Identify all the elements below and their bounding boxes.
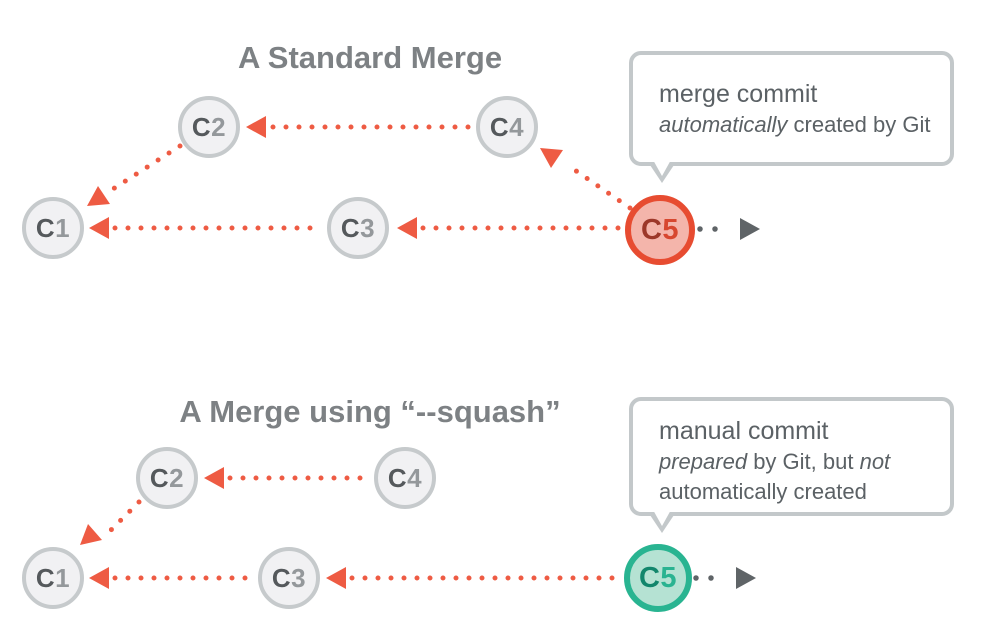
commit-label: C bbox=[35, 562, 56, 593]
bottom-branch-continues-arrow bbox=[693, 567, 756, 589]
arrowhead-left-icon bbox=[204, 467, 224, 489]
commit-label: C bbox=[489, 111, 510, 142]
top-diagram-title: A Standard Merge bbox=[237, 39, 503, 75]
arrowhead-left-icon bbox=[89, 217, 109, 239]
top-arrow-c3-to-c1 bbox=[89, 217, 324, 239]
arrowhead-left-icon bbox=[397, 217, 417, 239]
bottom-diagram-title: A Merge using “--squash” bbox=[179, 393, 561, 429]
arrowhead-left-icon bbox=[89, 567, 109, 589]
arrowhead-upleft-icon bbox=[540, 148, 563, 168]
commit-label: C bbox=[149, 462, 170, 493]
arrowhead-right-icon bbox=[740, 218, 760, 240]
arrowhead-downleft-icon bbox=[80, 524, 102, 545]
callout-line: manual commit bbox=[659, 417, 829, 445]
bottom-arrow-c4-to-c2 bbox=[204, 467, 373, 489]
arrowhead-left-icon bbox=[246, 116, 266, 138]
bottom-arrow-c5-to-c3 bbox=[326, 567, 623, 589]
commit-label: C bbox=[387, 462, 408, 493]
commit-label: C bbox=[191, 111, 212, 142]
commit-label: C bbox=[638, 561, 661, 594]
callout-line: automatically created bbox=[659, 478, 867, 504]
top-arrow-c5-to-c4 bbox=[540, 148, 633, 211]
commit-label: C bbox=[640, 213, 663, 246]
top-branch-continues-arrow bbox=[697, 218, 760, 240]
commit-label: C bbox=[340, 212, 361, 243]
bottom-arrow-c3-to-c1 bbox=[89, 567, 256, 589]
top-arrow-c4-to-c2 bbox=[246, 116, 472, 138]
callout-line: automatically created by Git bbox=[659, 112, 931, 138]
top-arrow-c2-to-c1 bbox=[87, 143, 183, 206]
arrowhead-right-icon bbox=[736, 567, 756, 589]
arrowhead-downleft-icon bbox=[87, 186, 110, 206]
merge-commit-callout: merge commit automatically created by Gi… bbox=[629, 51, 954, 183]
callout-line: merge commit bbox=[659, 80, 818, 108]
bottom-arrow-c2-to-c1 bbox=[80, 499, 142, 545]
arrowhead-left-icon bbox=[326, 567, 346, 589]
top-arrow-c5-to-c3 bbox=[397, 217, 627, 239]
commit-label: C bbox=[35, 212, 56, 243]
commit-label: C bbox=[271, 562, 292, 593]
callout-line: prepared by Git, but not bbox=[659, 449, 891, 475]
manual-commit-callout: manual commit prepared by Git, but not a… bbox=[629, 397, 954, 533]
